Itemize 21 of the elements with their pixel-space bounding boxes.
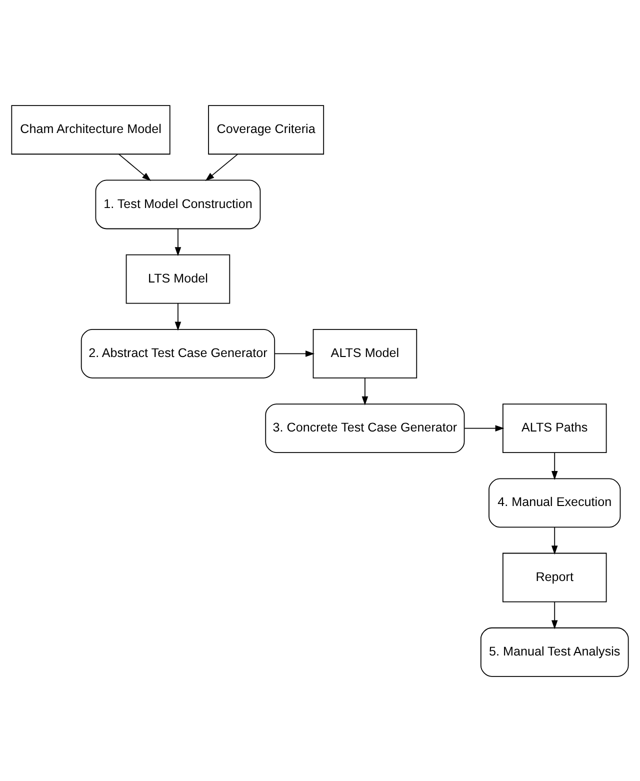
arrow xyxy=(464,424,504,431)
node-box: Coverage Criteria xyxy=(208,104,324,154)
arrow xyxy=(551,600,558,629)
node-box: 5. Manual Test Analysis xyxy=(480,626,629,676)
arrow xyxy=(174,228,182,256)
node-box: 2. Abstract Test Case Generator xyxy=(80,328,276,378)
arrow xyxy=(118,153,151,181)
arrow xyxy=(274,350,315,356)
node-box: LTS Model xyxy=(126,254,230,304)
arrow xyxy=(551,526,558,554)
node-box: Report xyxy=(502,552,607,602)
arrow xyxy=(174,302,182,330)
node-box: ALTS Paths xyxy=(502,403,607,453)
node-box: Cham Architecture Model xyxy=(11,104,170,154)
node-box: 3. Concrete Test Case Generator xyxy=(265,403,465,453)
node-box: 4. Manual Execution xyxy=(488,478,621,528)
node-box: 1. Test Model Construction xyxy=(95,179,261,229)
arrow xyxy=(362,377,368,405)
arrow xyxy=(205,153,238,181)
node-box: ALTS Model xyxy=(312,328,418,378)
arrow xyxy=(551,452,558,480)
